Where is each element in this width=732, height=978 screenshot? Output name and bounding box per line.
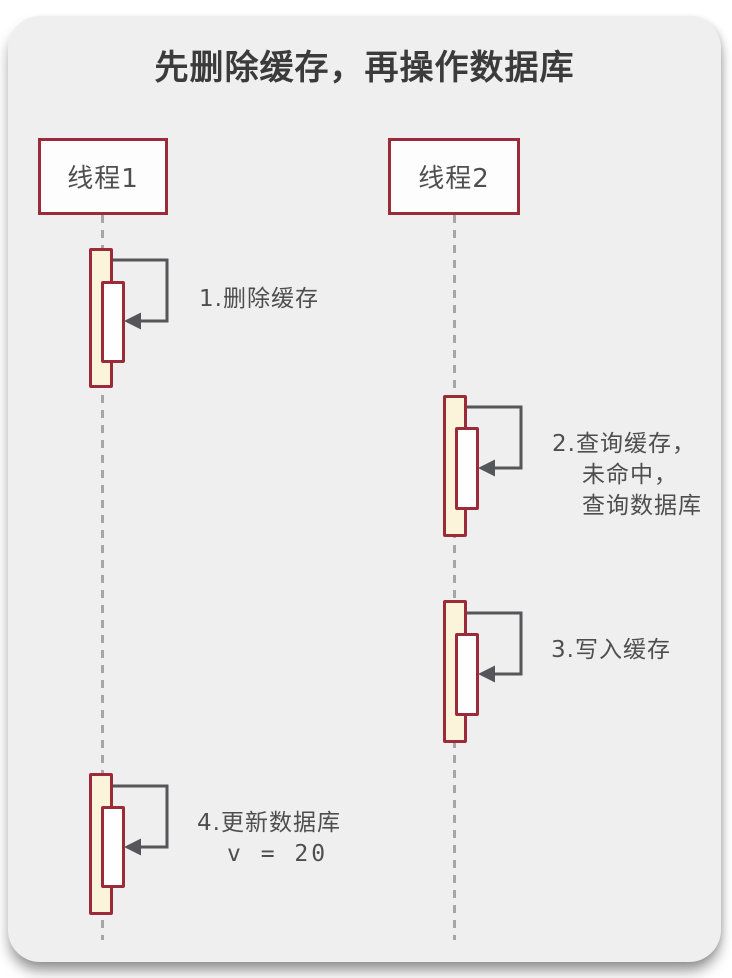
step2-line1: 2.查询缓存，: [552, 431, 696, 457]
step1-line1: 1.删除缓存: [199, 286, 319, 312]
step1-label: 1.删除缓存: [199, 284, 319, 315]
self-call-arrow-step3: [467, 611, 523, 683]
step4-label: 4.更新数据库 v = 20: [197, 808, 341, 870]
step3-label: 3.写入缓存: [551, 635, 671, 666]
step4-line2-value: v = 20: [227, 841, 329, 867]
diagram-title: 先删除缓存，再操作数据库: [154, 48, 575, 88]
self-call-arrow-step2: [467, 405, 523, 477]
activation-bar-inner-step3: [455, 633, 479, 716]
step2-line3: 查询数据库: [582, 493, 702, 519]
step2-label: 2.查询缓存， 未命中， 查询数据库: [552, 429, 702, 522]
step2-line2: 未命中，: [582, 462, 678, 488]
self-call-arrow-step4: [113, 784, 169, 856]
thread2-box: 线程2: [388, 138, 520, 215]
thread1-lifeline: [101, 215, 104, 940]
activation-bar-inner-step4: [101, 806, 125, 888]
activation-bar-inner-step1: [101, 281, 125, 363]
self-call-arrow-step1: [113, 258, 169, 330]
activation-bar-inner-step2: [455, 427, 479, 510]
step4-line1: 4.更新数据库: [197, 810, 341, 836]
thread2-label: 线程2: [418, 164, 490, 194]
thread1-label: 线程1: [67, 164, 139, 194]
thread2-lifeline: [453, 215, 456, 940]
thread1-box: 线程1: [38, 138, 168, 215]
step3-line1: 3.写入缓存: [551, 637, 671, 663]
